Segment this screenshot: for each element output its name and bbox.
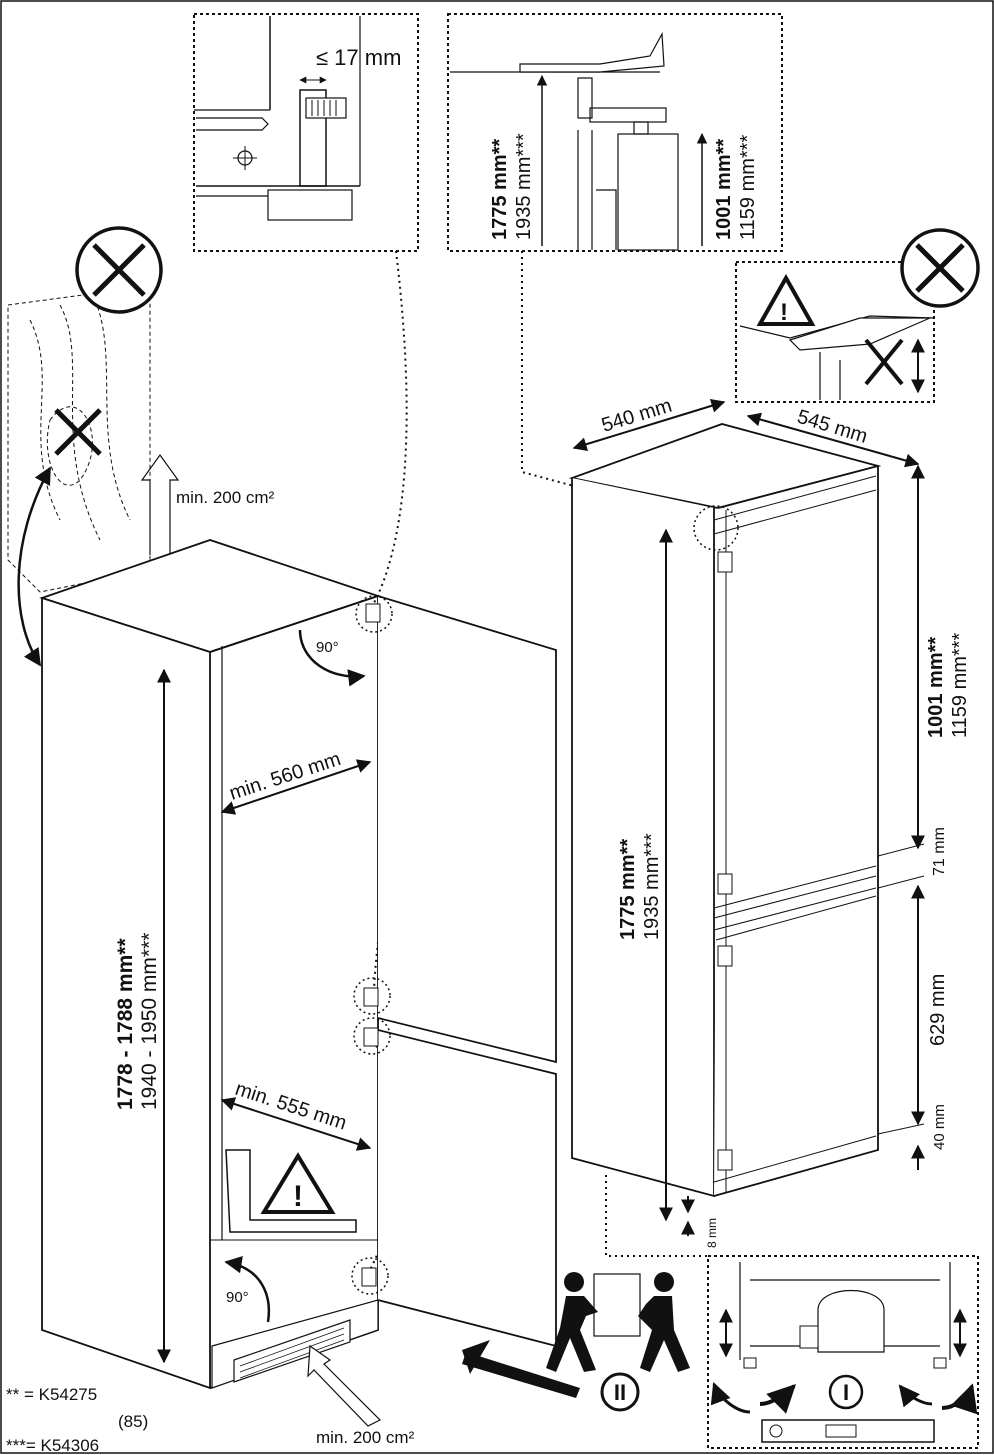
appliance-width: 540 mm [599,395,675,437]
appliance-upper-alt: 1159 mm*** [949,633,971,738]
top-upper-bold: 1001 mm** [713,139,735,240]
hinge-detail: ≤ 17 mm [193,13,419,252]
svg-text:!: ! [780,299,788,326]
spirit-level-icon [761,1419,935,1443]
leveling-detail: I [707,1255,979,1449]
appliance-upper-bold: 1001 mm** [925,637,947,738]
appliance-gap-bottom: 40 mm [931,1104,948,1150]
appliance-depth: 545 mm [795,406,871,448]
top-height-alt: 1935 mm*** [513,133,535,240]
top-clearance-detail: 1775 mm** 1935 mm*** 1001 mm** 1159 mm**… [447,13,783,252]
niche-height-alt: 1940 - 1950 mm*** [138,933,161,1110]
niche-height-bold: 1778 - 1788 mm** [114,938,137,1110]
step-two-marker: II [600,1372,640,1412]
top-upper-alt: 1159 mm*** [737,135,759,240]
top-height-bold: 1775 mm** [489,139,511,240]
hinge-gap-label: ≤ 17 mm [316,45,401,70]
appliance-height-bold: 1775 mm** [617,839,639,940]
step-two-label: II [614,1380,626,1405]
niche-angle-bottom: 90° [226,1289,249,1306]
prohibited-icon [75,226,163,314]
legend-line-3: ***= K54306 [6,1436,100,1455]
two-person-lift-icon [546,1272,690,1372]
hinge-markers [351,595,393,1295]
svg-text:!: ! [293,1180,303,1213]
vent-top-label: min. 200 cm² [176,488,275,507]
prohibited-icon [900,228,980,308]
appliance-gap-mid: 71 mm [931,827,948,876]
vent-bottom-label: min. 200 cm² [316,1428,415,1447]
step-one-label: I [843,1380,849,1405]
appliance-body [568,423,882,1198]
legend-line-1: ** = K54275 [6,1385,98,1404]
warning-icon: ! [260,1152,336,1214]
appliance-height-alt: 1935 mm*** [641,833,663,940]
niche-width-bottom: min. 555 mm [232,1078,349,1135]
niche-angle-top: 90° [316,639,339,656]
appliance-lower: 629 mm [927,974,949,1046]
appliance-plinth: 8 mm [705,1218,719,1248]
top-warning-detail: ! [735,261,935,403]
wood-wall [7,285,151,593]
legend-line-2: (85) [118,1412,149,1431]
